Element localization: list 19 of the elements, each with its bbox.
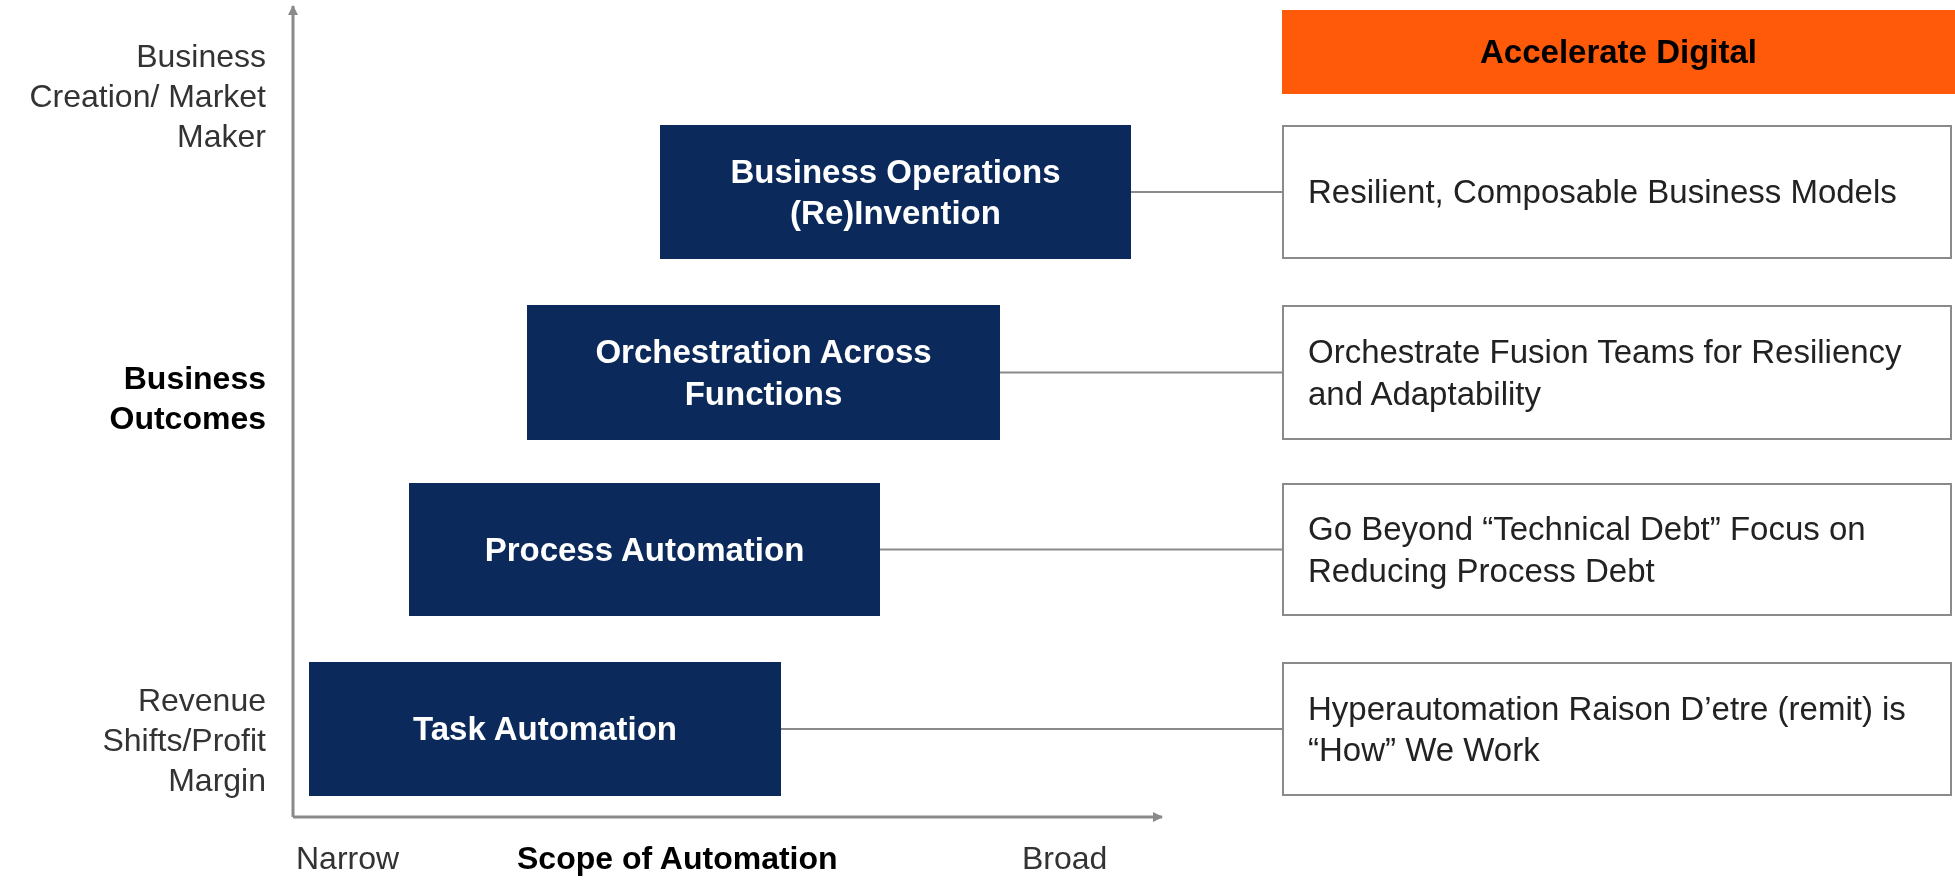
header-bar: Accelerate Digital <box>1282 10 1955 94</box>
axis-title: Business Outcomes <box>108 359 266 438</box>
outcome-box: Hyperautomation Raison D’etre (remit) is “How” We Work <box>1282 662 1952 796</box>
axis-end-label: Broad <box>1022 839 1108 878</box>
stage-box: Task Automation <box>309 662 781 796</box>
outcome-box: Resilient, Composable Business Models <box>1282 125 1952 259</box>
outcome-box: Orchestrate Fusion Teams for Resiliency and Adaptability <box>1282 305 1952 440</box>
stage-box: Business Operations (Re)Invention <box>660 125 1131 259</box>
stage-box: Orchestration Across Functions <box>527 305 1000 440</box>
connector-line <box>879 548 1283 551</box>
connector-line <box>1130 191 1283 193</box>
connector-line <box>999 371 1283 374</box>
axis-level-label: Revenue Shifts/Profit Margin <box>101 681 266 800</box>
outcome-box: Go Beyond “Technical Debt” Focus on Reducing Process Debt <box>1282 483 1952 616</box>
axis-title: Scope of Automation <box>517 839 838 878</box>
stage-box: Process Automation <box>409 483 880 616</box>
axis-end-label: Narrow <box>296 839 400 878</box>
axis-level-label: Business Creation/ Market Maker <box>28 37 266 156</box>
connector-line <box>780 728 1283 730</box>
